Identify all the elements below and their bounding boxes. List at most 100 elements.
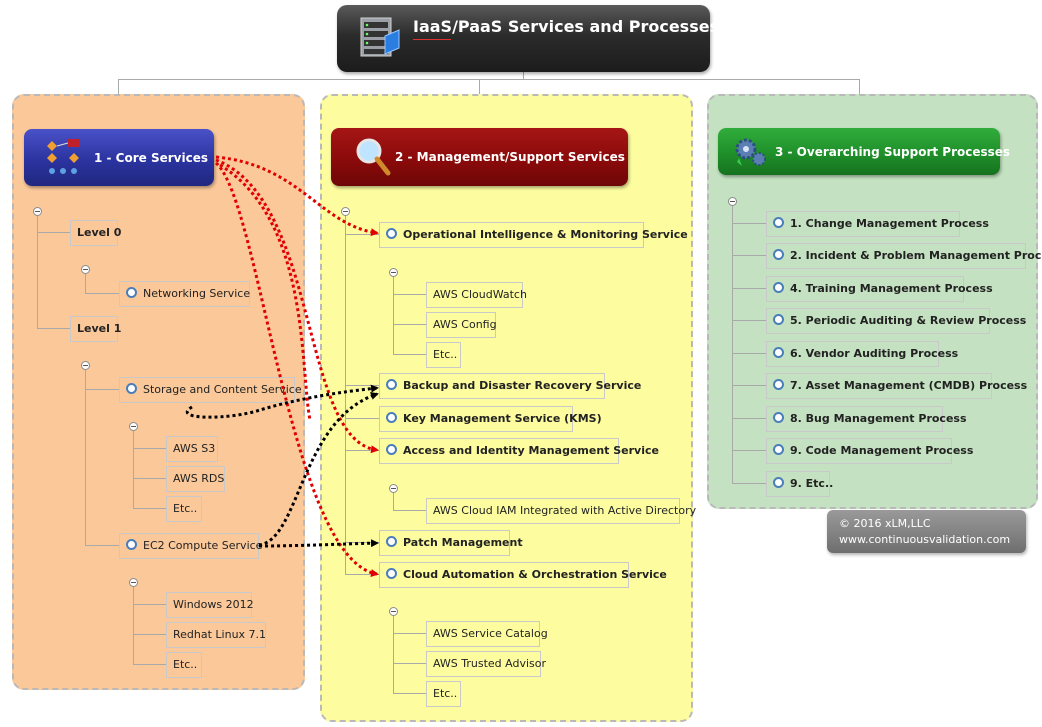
cloudauto-service-label: Cloud Automation & Orchestration Service — [403, 568, 667, 581]
core-panel — [12, 94, 305, 690]
level1-trunk — [85, 368, 86, 546]
kms-service-node[interactable]: Key Management Service (KMS) — [379, 406, 602, 432]
mgmt-tree-trunk — [345, 213, 346, 575]
collapse-toggle[interactable] — [129, 422, 138, 431]
black-arrow-ec2-to-backup — [258, 392, 379, 547]
copyright-line2[interactable]: www.continuousvalidation.com — [839, 533, 1011, 546]
opintel-item[interactable]: AWS Config — [426, 312, 497, 338]
circle-bullet-icon — [773, 249, 784, 260]
support-process-label: 5. Periodic Auditing & Review Process — [790, 314, 1027, 327]
ec2-service-node[interactable]: EC2 Compute Service — [119, 533, 262, 559]
support-process-item[interactable]: 8. Bug Management Process — [766, 406, 967, 432]
circle-bullet-icon — [126, 287, 137, 298]
circle-bullet-icon — [773, 379, 784, 390]
access-item[interactable]: AWS Cloud IAM Integrated with Active Dir… — [426, 498, 696, 524]
support-tree-trunk — [732, 204, 733, 483]
collapse-toggle[interactable] — [728, 197, 737, 206]
ec2-item[interactable]: Etc.. — [166, 652, 202, 678]
ec2-item[interactable]: Redhat Linux 7.1 — [166, 622, 266, 648]
ec2-item[interactable]: Windows 2012 — [166, 592, 254, 618]
support-process-item[interactable]: 6. Vendor Auditing Process — [766, 341, 958, 367]
support-process-item[interactable]: 1. Change Management Process — [766, 211, 989, 237]
support-branch — [732, 483, 766, 484]
diagram-title: IaaS/PaaS Services and Processes — [413, 17, 720, 36]
support-processes-node[interactable]: 3 - Overarching Support Processes — [718, 128, 1010, 175]
support-process-item[interactable]: 9. Code Management Process — [766, 438, 973, 464]
level1-node[interactable]: Level 1 — [70, 316, 121, 342]
magnifier-icon — [356, 138, 391, 176]
collapse-toggle[interactable] — [33, 207, 42, 216]
mgmt-branch — [345, 418, 379, 419]
cloudauto-service-node[interactable]: Cloud Automation & Orchestration Service — [379, 562, 667, 588]
management-services-node[interactable]: 2 - Management/Support Services — [331, 128, 628, 186]
circle-bullet-icon — [773, 477, 784, 488]
support-process-item[interactable]: 9. Etc.. — [766, 471, 834, 497]
gears-icon — [735, 138, 766, 166]
support-branch — [732, 418, 766, 419]
support-branch — [732, 320, 766, 321]
ec2-branch-0 — [133, 604, 166, 605]
circle-bullet-icon — [386, 536, 397, 547]
storage-item[interactable]: AWS S3 — [166, 436, 218, 462]
opintel-branch — [393, 354, 426, 355]
red-arrow-to-opintel — [215, 155, 379, 237]
opintel-item[interactable]: AWS CloudWatch — [426, 282, 527, 308]
access-service-label: Access and Identity Management Service — [403, 444, 659, 457]
red-arrow-to-access — [215, 158, 379, 454]
circle-bullet-icon — [773, 412, 784, 423]
support-process-item[interactable]: 2. Incident & Problem Management Process — [766, 243, 1042, 269]
ec2-branch-2 — [133, 664, 166, 665]
diagram-title-box: IaaS/PaaS Services and Processes — [337, 5, 719, 72]
kms-service-label: Key Management Service (KMS) — [403, 412, 602, 425]
core-branch-level0 — [37, 232, 70, 233]
circle-bullet-icon — [386, 228, 397, 239]
opintel-branch — [393, 324, 426, 325]
collapse-toggle[interactable] — [129, 578, 138, 587]
level0-branch — [85, 293, 119, 294]
cloudauto-item[interactable]: Etc.. — [426, 681, 461, 707]
level0-node[interactable]: Level 0 — [70, 220, 121, 246]
collapse-toggle[interactable] — [341, 207, 350, 216]
mgmt-branch — [345, 450, 379, 451]
backup-service-label: Backup and Disaster Recovery Service — [403, 379, 642, 392]
level0-trunk — [85, 272, 86, 294]
networking-service-node[interactable]: Networking Service — [119, 281, 250, 307]
cloudauto-item[interactable]: AWS Service Catalog — [426, 621, 548, 647]
cloudauto-item[interactable]: AWS Trusted Advisor — [426, 651, 546, 677]
storage-service-node[interactable]: Storage and Content Service — [119, 377, 302, 403]
support-process-item[interactable]: 7. Asset Management (CMDB) Process — [766, 373, 1027, 399]
management-panel — [320, 94, 693, 722]
title-connector-horizontal — [118, 79, 859, 80]
opintel-item[interactable]: Etc.. — [426, 342, 461, 368]
circle-bullet-icon — [773, 444, 784, 455]
collapse-toggle[interactable] — [389, 268, 398, 277]
support-process-label: 4. Training Management Process — [790, 282, 993, 295]
level1-branch-storage — [85, 389, 119, 390]
core-services-node[interactable]: 1 - Core Services — [24, 129, 214, 186]
backup-service-node[interactable]: Backup and Disaster Recovery Service — [379, 373, 641, 399]
collapse-toggle[interactable] — [389, 484, 398, 493]
collapse-toggle[interactable] — [389, 607, 398, 616]
ec2-branch-1 — [133, 634, 166, 635]
network-flowchart-icon — [47, 139, 80, 174]
support-process-item[interactable]: 5. Periodic Auditing & Review Process — [766, 308, 1026, 334]
storage-item[interactable]: Etc.. — [166, 496, 202, 522]
mgmt-branch — [345, 385, 379, 386]
support-process-label: 9. Etc.. — [790, 477, 834, 490]
circle-bullet-icon — [773, 314, 784, 325]
patch-management-node[interactable]: Patch Management — [379, 530, 523, 556]
title-connector-vertical — [523, 72, 524, 80]
circle-bullet-icon — [773, 282, 784, 293]
circle-bullet-icon — [773, 347, 784, 358]
storage-item[interactable]: AWS RDS — [166, 466, 225, 492]
black-arrow-ec2-to-patch — [258, 539, 379, 548]
collapse-toggle[interactable] — [81, 265, 90, 274]
support-process-item[interactable]: 4. Training Management Process — [766, 276, 993, 302]
support-branch — [732, 385, 766, 386]
networking-service-label: Networking Service — [143, 287, 251, 300]
support-branch — [732, 288, 766, 289]
access-service-node[interactable]: Access and Identity Management Service — [379, 438, 659, 464]
collapse-toggle[interactable] — [81, 361, 90, 370]
opintel-service-node[interactable]: Operational Intelligence & Monitoring Se… — [379, 222, 688, 248]
